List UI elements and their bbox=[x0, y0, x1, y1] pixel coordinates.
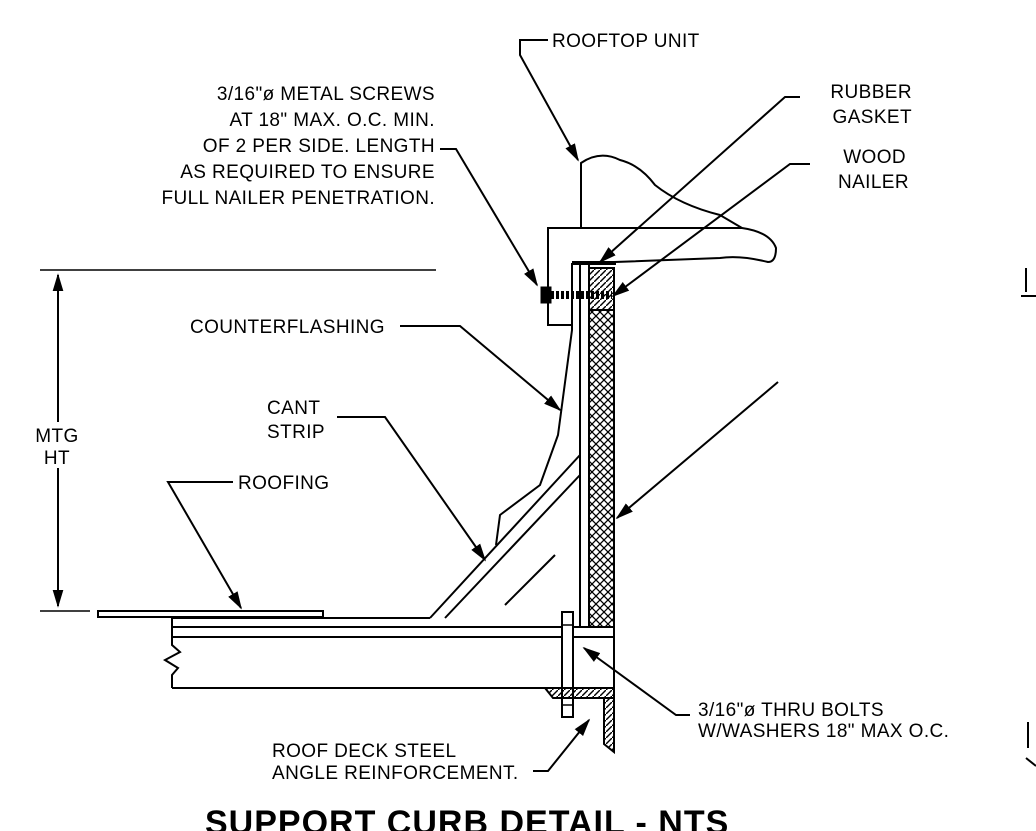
roofing-label: ROOFING bbox=[238, 473, 329, 494]
thru-bolts-line-1: 3/16"ø THRU BOLTS bbox=[698, 700, 884, 721]
rooftop-unit bbox=[547, 154, 778, 326]
screws-note-line-3: OF 2 PER SIDE. LENGTH bbox=[203, 136, 435, 157]
metal-screws-note: 3/16"ø METAL SCREWS AT 18" MAX. O.C. MIN… bbox=[161, 84, 435, 209]
wood-nailer-line-1: WOOD bbox=[843, 147, 906, 168]
roof-deck-label: ROOF DECK STEEL ANGLE REINFORCEMENT. bbox=[272, 741, 519, 784]
screws-note-line-4: AS REQUIRED TO ENSURE bbox=[180, 162, 435, 183]
thru-bolts-label: 3/16"ø THRU BOLTS W/WASHERS 18" MAX O.C. bbox=[698, 700, 949, 742]
rubber-gasket-label: RUBBER GASKET bbox=[830, 82, 912, 128]
screws-note-line-5: FULL NAILER PENETRATION. bbox=[161, 188, 435, 209]
curb-nailer bbox=[572, 261, 615, 628]
counterflashing-label: COUNTERFLASHING bbox=[190, 317, 385, 338]
thru-bolt bbox=[561, 611, 574, 718]
roof-deck bbox=[162, 618, 615, 689]
leader-lines bbox=[166, 39, 810, 772]
cant-strip-line-1: CANT bbox=[267, 398, 320, 419]
mtg-ht-line-1: MTG bbox=[35, 426, 78, 447]
roof-deck-line-2: ANGLE REINFORCEMENT. bbox=[272, 763, 519, 784]
rooftop-unit-label: ROOFTOP UNIT bbox=[552, 31, 700, 52]
metal-screw bbox=[540, 286, 612, 304]
roof-deck-line-1: ROOF DECK STEEL bbox=[272, 741, 456, 762]
steel-angle bbox=[542, 687, 615, 755]
rubber-gasket-line-2: GASKET bbox=[833, 107, 912, 128]
wood-nailer-label: WOOD NAILER bbox=[838, 147, 909, 193]
cropped-edge-fragments bbox=[1021, 268, 1036, 767]
drawing-title: SUPPORT CURB DETAIL - NTS bbox=[205, 804, 729, 831]
mtg-ht-line-2: HT bbox=[44, 448, 70, 469]
mtg-ht-label: MTG HT bbox=[35, 426, 78, 469]
screws-note-line-1: 3/16"ø METAL SCREWS bbox=[217, 84, 435, 105]
cant-strip bbox=[429, 454, 581, 619]
nailer-arrow-right bbox=[615, 381, 779, 520]
cant-strip-label: CANT STRIP bbox=[267, 398, 325, 443]
rubber-gasket-line-1: RUBBER bbox=[830, 82, 912, 103]
roofing-membrane bbox=[97, 610, 430, 619]
counterflashing bbox=[495, 270, 573, 546]
cant-strip-line-2: STRIP bbox=[267, 422, 325, 443]
thru-bolts-line-2: W/WASHERS 18" MAX O.C. bbox=[698, 721, 949, 742]
screws-note-line-2: AT 18" MAX. O.C. MIN. bbox=[229, 110, 435, 131]
mtg-ht-dimension bbox=[40, 269, 436, 612]
wood-nailer-line-2: NAILER bbox=[838, 172, 909, 193]
